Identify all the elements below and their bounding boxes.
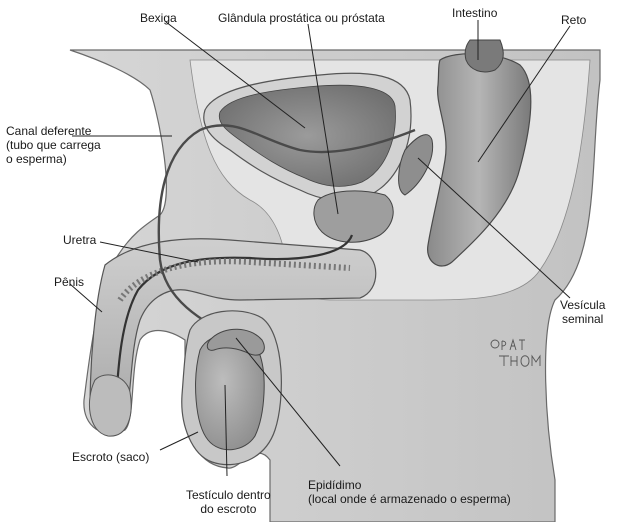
penis-tissue [117, 258, 351, 302]
glans [88, 374, 132, 437]
bladder-interior [218, 84, 396, 187]
label-escroto: Escroto (saco) [72, 450, 150, 464]
leader-penis [69, 283, 103, 313]
label-bexiga: Bexiga [140, 11, 177, 25]
label-penis: Pênis [54, 275, 85, 289]
leader-testiculo [224, 384, 228, 477]
label-canal-deferente: Canal deferente (tubo que carrega o espe… [6, 124, 101, 166]
artist-signature [490, 338, 541, 367]
label-intestino: Intestino [452, 6, 498, 20]
label-uretra: Uretra [63, 233, 97, 247]
leader-prostata [307, 23, 339, 215]
label-reto: Reto [561, 13, 587, 27]
prostate [313, 190, 394, 243]
label-epididimo: Epidídimo (local onde é armazenado o esp… [308, 478, 511, 506]
seminal-vesicle [398, 134, 434, 196]
leader-bexiga [165, 21, 306, 129]
leader-vesicula [417, 157, 571, 299]
leader-epididimo [235, 337, 341, 467]
label-prostata: Glândula prostática ou próstata [218, 11, 385, 25]
label-vesicula: Vesícula seminal [560, 298, 606, 326]
leader-reto [477, 25, 571, 163]
leader-escroto [159, 431, 199, 451]
vas-deferens [157, 124, 416, 342]
intestine [464, 39, 504, 73]
leader-uretra [99, 241, 199, 263]
leader-lines [69, 20, 571, 477]
label-testiculo: Testículo dentro do escroto [186, 488, 271, 516]
epididymis [206, 328, 265, 356]
